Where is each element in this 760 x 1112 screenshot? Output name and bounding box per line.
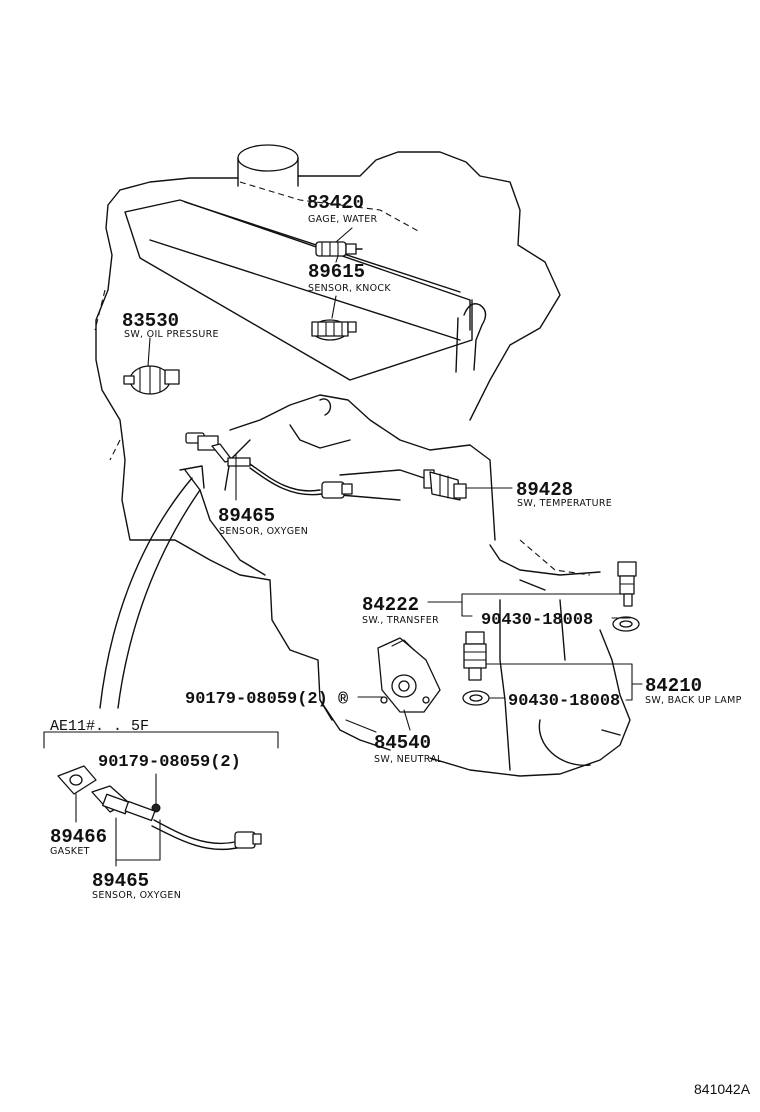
leader-lines	[43, 227, 643, 867]
part-number-89428: 89428	[516, 479, 573, 501]
part-number-90430-upper: 90430-18008	[481, 611, 593, 630]
part-name-water-gage: GAGE, WATER	[308, 214, 378, 225]
part-name-oxygen-sensor: SENSOR, OXYGEN	[219, 526, 308, 537]
part-name-knock-sensor: SENSOR, KNOCK	[308, 283, 391, 294]
part-name-gasket: GASKET	[50, 846, 90, 857]
part-name-temperature-switch: SW, TEMPERATURE	[517, 498, 612, 509]
water-gage-illustration	[315, 241, 363, 257]
oxygen-sensor-illustration	[185, 432, 353, 499]
part-number-90179-main: 90179-08059(2)	[185, 690, 328, 709]
engine-block-outline	[94, 144, 631, 777]
inset-oxygen-sensor-illustration	[57, 765, 262, 851]
part-name-oil-pressure-switch: SW, OIL PRESSURE	[124, 329, 219, 340]
transfer-switch-illustration	[612, 561, 640, 632]
reuse-mark: ®	[338, 691, 348, 710]
part-number-89615: 89615	[308, 261, 365, 283]
part-name-transfer-switch: SW., TRANSFER	[362, 615, 439, 626]
variant-label: AE11#. . 5F	[50, 718, 149, 735]
temperature-switch-illustration	[423, 469, 467, 501]
part-number-90179-inset: 90179-08059(2)	[98, 753, 241, 772]
neutral-switch-illustration	[377, 637, 441, 713]
oil-pressure-switch-illustration	[123, 365, 180, 395]
part-number-84540: 84540	[374, 732, 431, 754]
illustration-id: 841042A	[694, 1081, 751, 1097]
knock-sensor-illustration	[311, 319, 357, 341]
part-number-89466: 89466	[50, 826, 107, 848]
part-number-84222: 84222	[362, 594, 419, 616]
part-name-oxygen-sensor-inset: SENSOR, OXYGEN	[92, 890, 181, 901]
part-number-89465-inset: 89465	[92, 870, 149, 892]
location-arrow	[99, 465, 205, 709]
part-name-neutral-switch: SW, NEUTRAL	[374, 754, 443, 765]
part-number-83530: 83530	[122, 310, 179, 332]
part-number-89465: 89465	[218, 505, 275, 527]
part-name-back-up-lamp-switch: SW, BACK UP LAMP	[645, 695, 742, 706]
part-number-84210: 84210	[645, 675, 702, 697]
part-number-90430-lower: 90430-18008	[508, 692, 620, 711]
back-up-lamp-switch-illustration	[462, 631, 490, 706]
part-number-83420: 83420	[307, 192, 364, 214]
